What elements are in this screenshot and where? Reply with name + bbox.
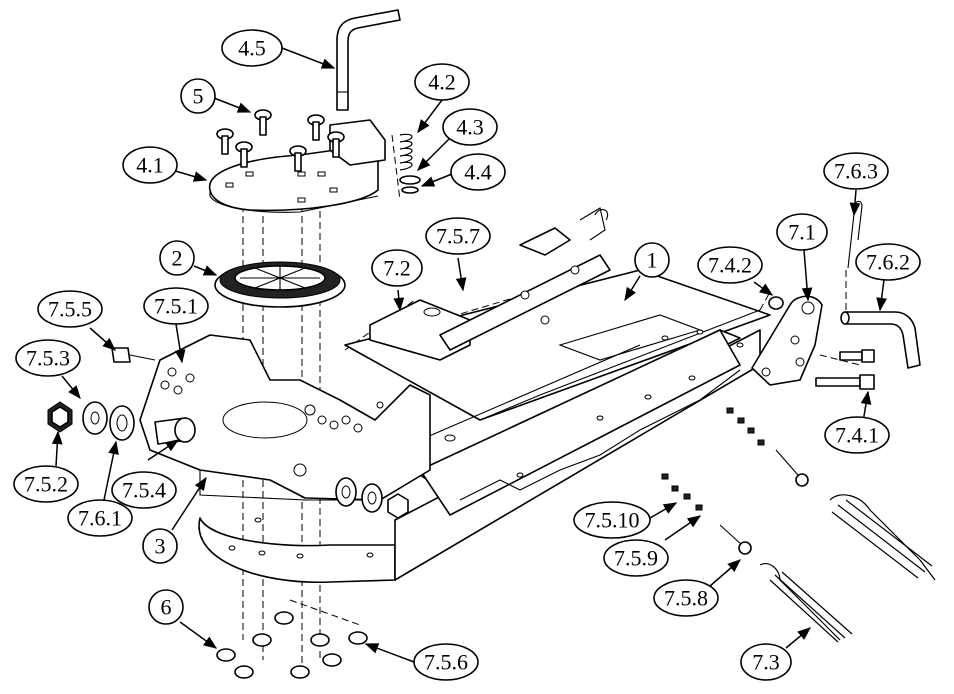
callout-7-5-9: 7.5.9 [603, 539, 669, 577]
callout-label: 4.2 [428, 70, 456, 95]
clip-part-4-4 [401, 186, 419, 194]
callout-7-5-7: 7.5.7 [425, 217, 491, 255]
callout-label: 7.5.9 [614, 546, 658, 571]
callout-label: 2 [172, 246, 183, 271]
callout-label: 4.4 [464, 160, 492, 185]
callout-7-5-5: 7.5.5 [37, 290, 103, 328]
callout-label: 4.3 [456, 115, 484, 140]
callout-1: 1 [634, 242, 670, 278]
callout-4-4: 4.4 [450, 153, 506, 191]
callout-7-5-2: 7.5.2 [13, 465, 79, 503]
callout-7-5-8: 7.5.8 [653, 579, 719, 617]
callout-label: 7.6.3 [834, 159, 878, 184]
eye-bolts-part-7-5-8 [719, 449, 809, 555]
callout-7-5-3: 7.5.3 [15, 339, 81, 377]
callout-label: 7.5.3 [26, 346, 70, 371]
swivel-bearing-part-2 [214, 261, 346, 308]
callout-3: 3 [142, 528, 178, 564]
callout-7-5-6: 7.5.6 [413, 643, 479, 681]
hitch-bracket-part-7-2 [369, 207, 611, 361]
front-hardware [335, 477, 409, 519]
callout-6: 6 [148, 589, 184, 625]
callout-7-3: 7.3 [740, 643, 792, 681]
callout-label: 7.5.7 [436, 224, 480, 249]
callout-7-6-2: 7.6.2 [855, 243, 921, 281]
callout-4-3: 4.3 [442, 108, 498, 146]
callout-7-5-10: 7.5.10 [573, 501, 651, 539]
base-plate-part-3 [198, 517, 396, 584]
callout-label: 4.1 [136, 153, 164, 178]
spring-part-4-2 [399, 133, 413, 171]
callout-label: 7.5.5 [48, 297, 92, 322]
callout-label: 7.5.8 [664, 586, 708, 611]
top-plate-part-4-1 [209, 119, 386, 213]
lock-pin-part-4-5 [336, 9, 401, 111]
callout-5: 5 [180, 78, 216, 114]
main-frame-part-1 [344, 269, 771, 581]
callout-label: 1 [647, 248, 658, 273]
callout-4-5: 4.5 [221, 29, 283, 67]
callout-4-1: 4.1 [122, 146, 178, 184]
callout-label: 7.2 [383, 256, 411, 281]
callout-label: 7.1 [788, 220, 816, 245]
callout-label: 7.5.4 [122, 478, 166, 503]
callout-label: 7.4.2 [708, 253, 752, 278]
flange-nuts-part-6 [216, 611, 368, 679]
callout-label: 6 [161, 595, 172, 620]
callout-7-4-2: 7.4.2 [697, 246, 763, 284]
callout-7-5-4: 7.5.4 [111, 471, 177, 509]
spring-part-7-3 [759, 494, 936, 643]
callout-4-2: 4.2 [414, 63, 470, 101]
callout-label: 5 [193, 84, 204, 109]
callout-label: 7.6.2 [866, 250, 910, 275]
bent-pin-part-7-6-2 [840, 311, 921, 369]
left-hardware [47, 347, 156, 441]
callout-label: 3 [155, 534, 166, 559]
bolts-part-7-4-1 [815, 349, 875, 390]
callout-7-5-1: 7.5.1 [143, 287, 209, 325]
callout-label: 7.5.1 [154, 294, 198, 319]
callout-7-1: 7.1 [776, 213, 828, 251]
leader-lines [51, 47, 887, 663]
washer-part-4-3 [399, 175, 421, 185]
callout-7-4-1: 7.4.1 [824, 416, 890, 454]
callout-label: 7.5.10 [585, 508, 640, 533]
callout-label: 7.5.6 [424, 650, 468, 675]
callout-label: 7.5.2 [24, 472, 68, 497]
mount-plate-part-3 [139, 334, 431, 501]
callout-2: 2 [159, 240, 195, 276]
callout-label: 7.6.1 [78, 506, 122, 531]
carriage-bolts-part-5 [216, 109, 345, 172]
callout-7-6-3: 7.6.3 [823, 152, 889, 190]
callout-7-6-1: 7.6.1 [67, 499, 133, 537]
callout-label: 7.4.1 [835, 423, 879, 448]
small-nuts-7-5-9-7-5-10 [661, 407, 765, 511]
pivot-plate-part-7-1 [751, 295, 823, 386]
callout-label: 4.5 [238, 36, 266, 61]
callout-7-2: 7.2 [371, 249, 423, 287]
callout-label: 7.3 [752, 650, 780, 675]
